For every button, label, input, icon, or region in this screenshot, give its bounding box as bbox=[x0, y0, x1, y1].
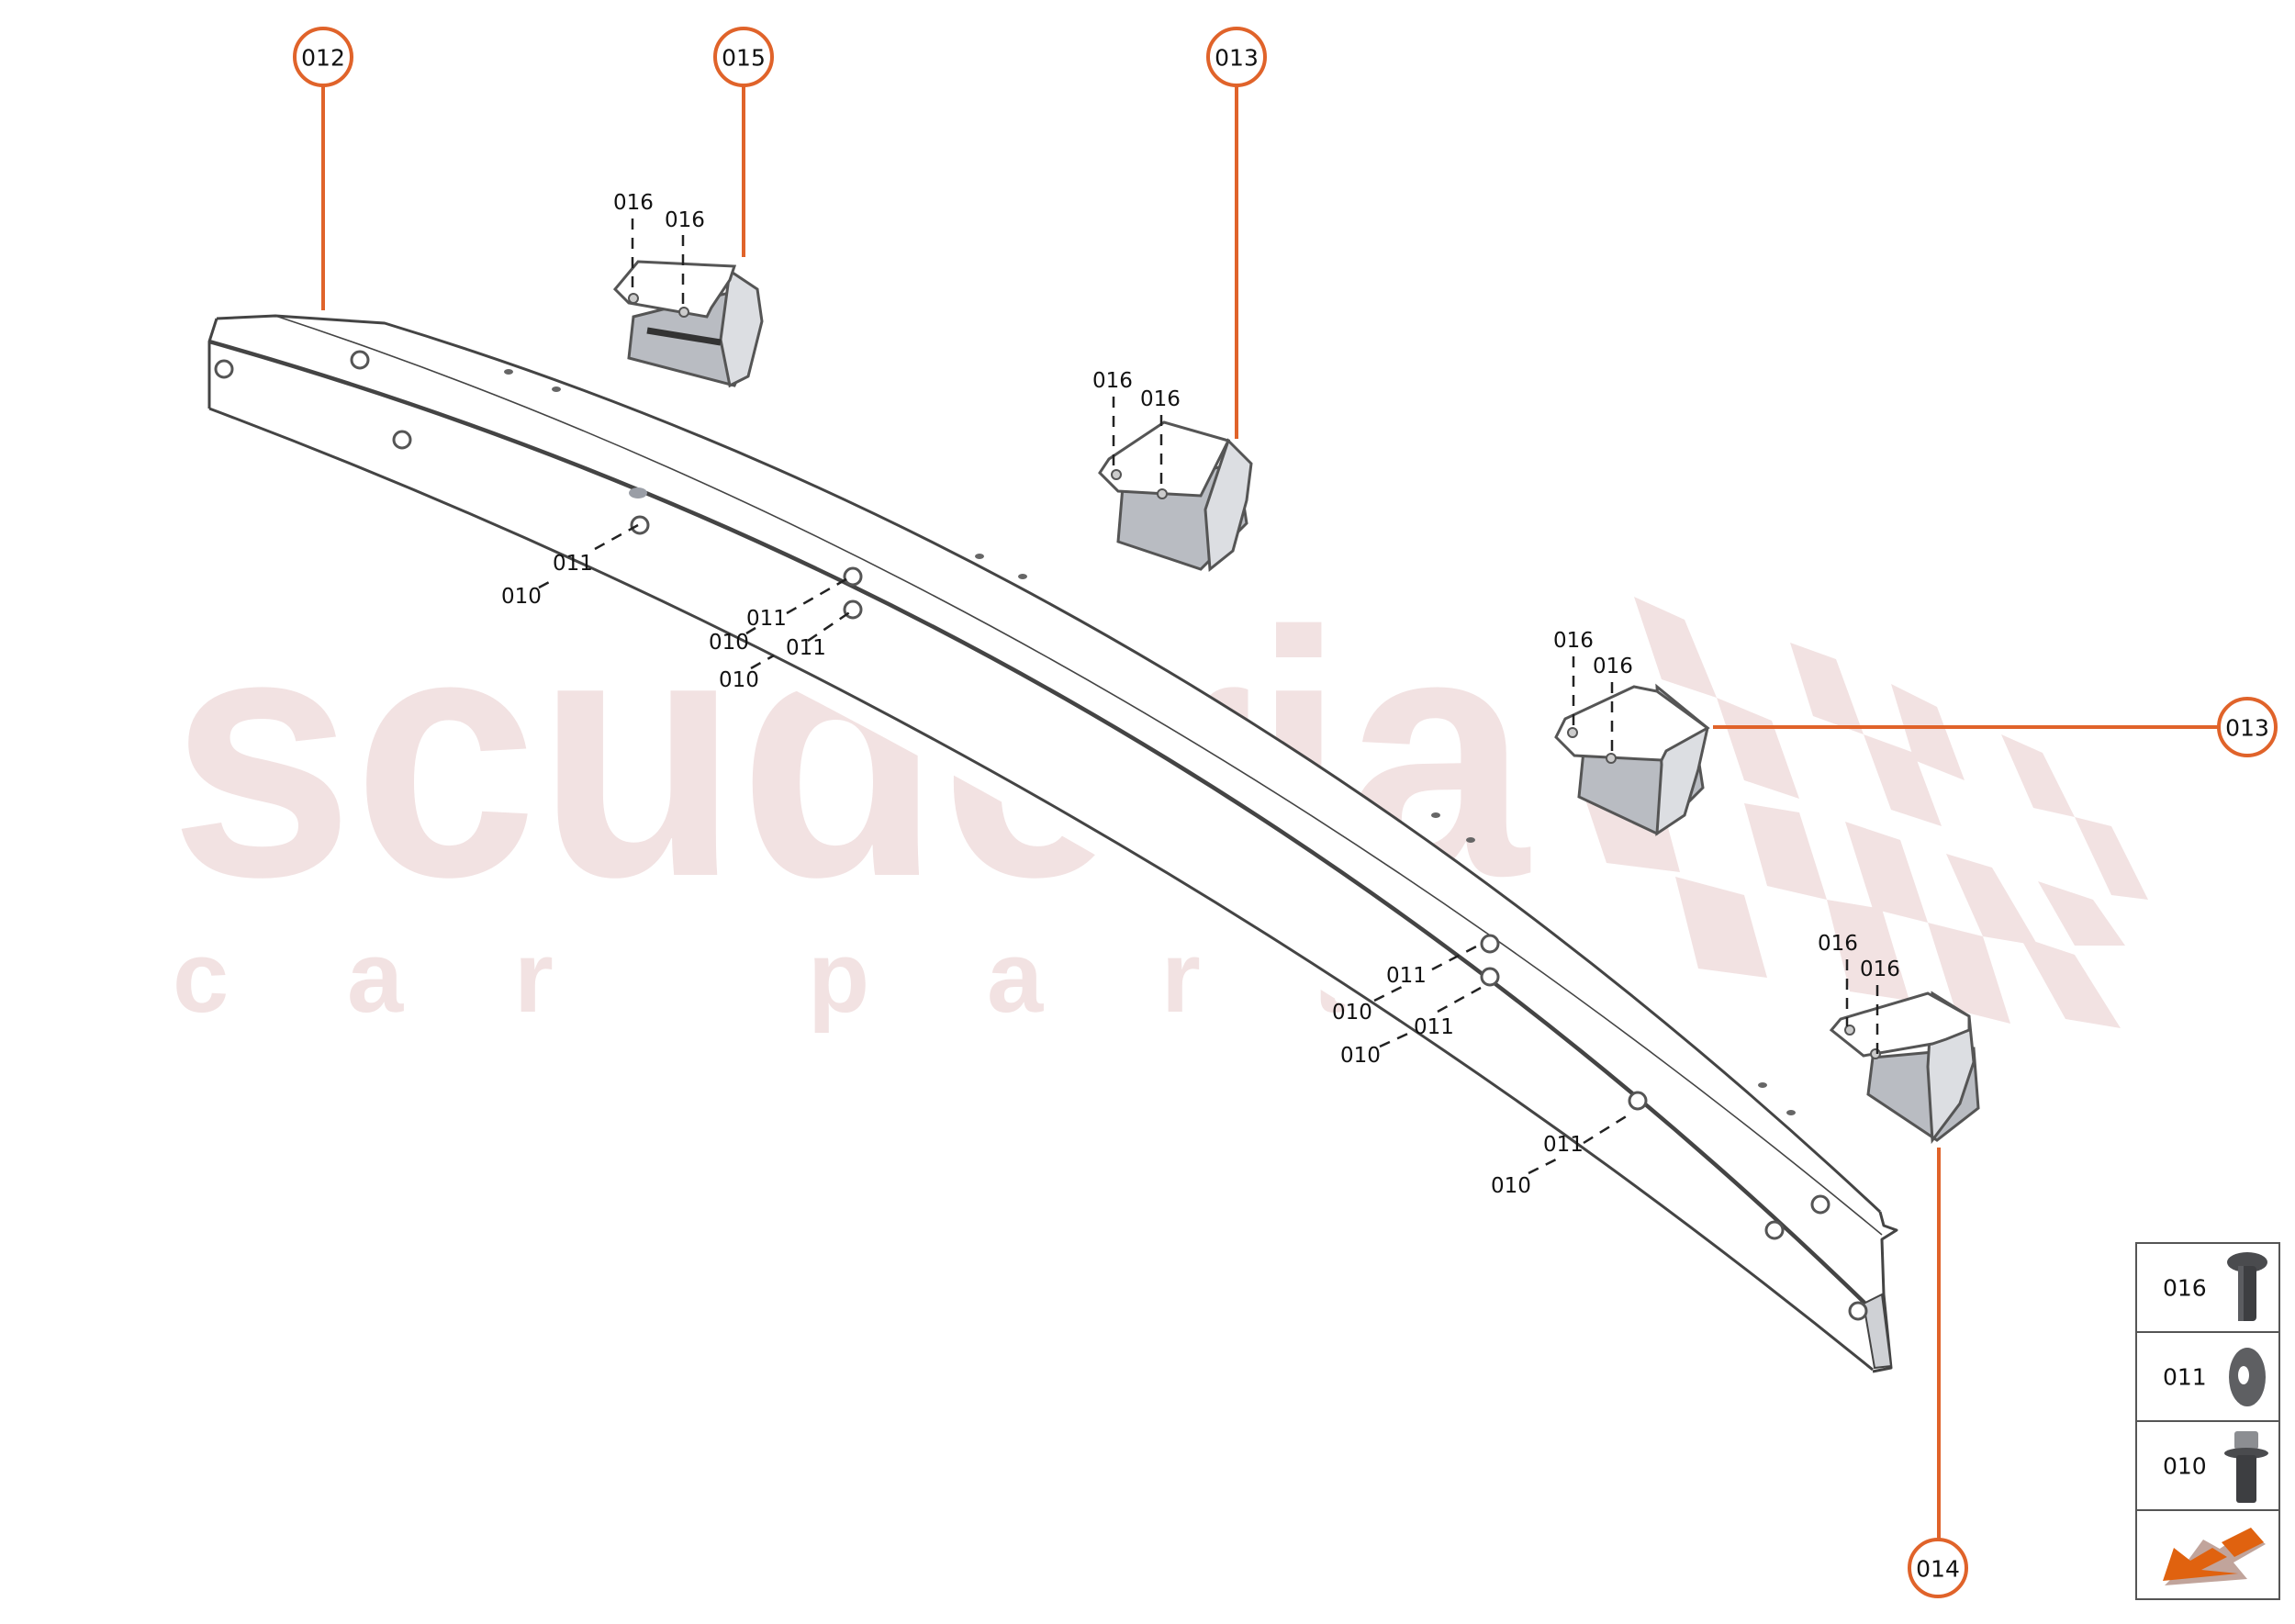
callout-012[interactable]: 012 bbox=[293, 27, 353, 87]
legend-row-016[interactable]: 016 bbox=[2137, 1244, 2278, 1333]
reinforcement-beam bbox=[207, 314, 1898, 1373]
legend-code: 016 bbox=[2163, 1274, 2207, 1301]
svg-text:011: 011 bbox=[553, 552, 593, 576]
legend-row-010[interactable]: 010 bbox=[2137, 1422, 2278, 1511]
bracket-014 bbox=[1829, 991, 1980, 1145]
bracket-013-upper bbox=[1098, 420, 1253, 572]
svg-text:011: 011 bbox=[1386, 964, 1427, 988]
callout-leaders bbox=[321, 86, 2218, 1539]
svg-text:r: r bbox=[1161, 921, 1201, 1034]
legend-row-direction[interactable] bbox=[2137, 1511, 2278, 1598]
svg-text:016: 016 bbox=[1553, 629, 1594, 653]
svg-text:012: 012 bbox=[301, 45, 345, 72]
beam-holes bbox=[214, 350, 1868, 1321]
svg-text:011: 011 bbox=[746, 607, 787, 631]
svg-text:011: 011 bbox=[1414, 1015, 1454, 1039]
flange-hex-bolt-icon bbox=[2224, 1431, 2268, 1503]
legend-code: 010 bbox=[2163, 1452, 2207, 1479]
svg-text:016: 016 bbox=[1140, 387, 1181, 411]
svg-text:p: p bbox=[808, 921, 869, 1034]
bracket-015 bbox=[612, 260, 764, 388]
svg-text:010: 010 bbox=[1340, 1044, 1381, 1068]
svg-text:016: 016 bbox=[1860, 958, 1900, 981]
svg-text:016: 016 bbox=[1593, 655, 1633, 678]
direction-arrow-icon bbox=[2163, 1528, 2266, 1585]
pan-head-screw-icon bbox=[2227, 1252, 2267, 1321]
callout-015[interactable]: 015 bbox=[713, 27, 774, 87]
svg-text:010: 010 bbox=[709, 631, 749, 655]
svg-text:010: 010 bbox=[719, 668, 759, 692]
svg-text:014: 014 bbox=[1916, 1556, 1960, 1583]
svg-text:a: a bbox=[987, 921, 1044, 1034]
svg-text:r: r bbox=[514, 921, 554, 1034]
svg-text:016: 016 bbox=[613, 191, 654, 215]
svg-text:011: 011 bbox=[786, 636, 826, 660]
svg-text:a: a bbox=[347, 921, 404, 1034]
svg-text:c: c bbox=[173, 921, 229, 1034]
callout-013-upper[interactable]: 013 bbox=[1206, 27, 1267, 87]
svg-text:013: 013 bbox=[1215, 45, 1259, 72]
bracket-013-lower bbox=[1554, 683, 1710, 836]
svg-text:016: 016 bbox=[1092, 369, 1133, 393]
washer-icon bbox=[2229, 1348, 2266, 1406]
svg-text:016: 016 bbox=[665, 208, 705, 232]
legend-code: 011 bbox=[2163, 1363, 2207, 1390]
screw-labels: 016 016 016 016 016 016 016 016 bbox=[613, 191, 1900, 1056]
svg-text:013: 013 bbox=[2225, 715, 2269, 742]
callout-014[interactable]: 014 bbox=[1908, 1538, 1968, 1598]
svg-text:015: 015 bbox=[722, 45, 766, 72]
svg-text:010: 010 bbox=[501, 585, 542, 609]
callout-013-lower[interactable]: 013 bbox=[2217, 697, 2278, 757]
fastener-legend: 016 011 010 bbox=[2135, 1242, 2280, 1600]
bolt-labels: 011 010 011 010 011 010 011 010 011 010 … bbox=[501, 523, 1629, 1198]
svg-text:010: 010 bbox=[1491, 1174, 1531, 1198]
svg-text:011: 011 bbox=[1543, 1133, 1584, 1157]
legend-row-011[interactable]: 011 bbox=[2137, 1333, 2278, 1422]
svg-text:016: 016 bbox=[1818, 932, 1858, 956]
svg-text:010: 010 bbox=[1332, 1001, 1372, 1025]
